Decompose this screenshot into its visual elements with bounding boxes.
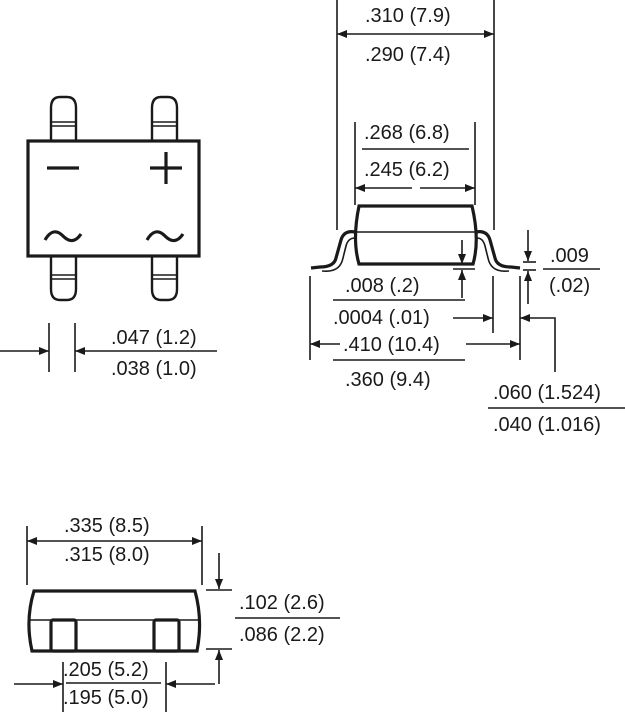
lead-width-dimension — [0, 323, 217, 372]
lead-thickness-min: (.02) — [549, 275, 590, 297]
lead-top-right — [150, 95, 179, 141]
lead-bottom-right — [150, 256, 179, 302]
body-width-min: .245 (6.2) — [364, 159, 450, 181]
gull-wing-lead-left — [310, 230, 356, 270]
end-body — [27, 589, 202, 653]
lead-span-max: .410 (10.4) — [343, 334, 440, 356]
lead-length-max: .060 (1.524) — [493, 382, 601, 404]
pitch-min: .195 (5.0) — [63, 687, 149, 709]
ac-symbol-right — [145, 230, 185, 243]
standoff-max: .008 (.2) — [345, 275, 419, 297]
body-width-max: .268 (6.8) — [364, 122, 450, 144]
plus-symbol — [150, 152, 182, 184]
overall-width-min: .290 (7.4) — [365, 44, 451, 66]
gull-wing-lead-right — [475, 230, 521, 270]
height-min: .086 (2.2) — [239, 624, 325, 646]
ac-symbol-left — [43, 230, 83, 243]
top-view — [0, 95, 217, 372]
end-view — [14, 526, 340, 712]
lead-bottom-left — [49, 256, 78, 302]
side-body — [353, 204, 478, 266]
pitch-max: .205 (5.2) — [63, 659, 149, 681]
standoff-min: .0004 (.01) — [333, 307, 430, 329]
lead-thickness-max: .009 — [550, 245, 589, 267]
overall-width-max: .310 (7.9) — [365, 5, 451, 27]
side-view — [309, 0, 625, 409]
lead-width-max: .047 (1.2) — [111, 327, 197, 349]
height-max: .102 (2.6) — [239, 592, 325, 614]
length-max: .335 (8.5) — [64, 515, 150, 537]
lead-span-min: .360 (9.4) — [345, 369, 431, 391]
package-body — [26, 139, 201, 258]
lead-length-min: .040 (1.016) — [493, 414, 601, 436]
length-min: .315 (8.0) — [64, 544, 150, 566]
lead-width-min: .038 (1.0) — [111, 358, 197, 380]
lead-top-left — [49, 95, 78, 141]
